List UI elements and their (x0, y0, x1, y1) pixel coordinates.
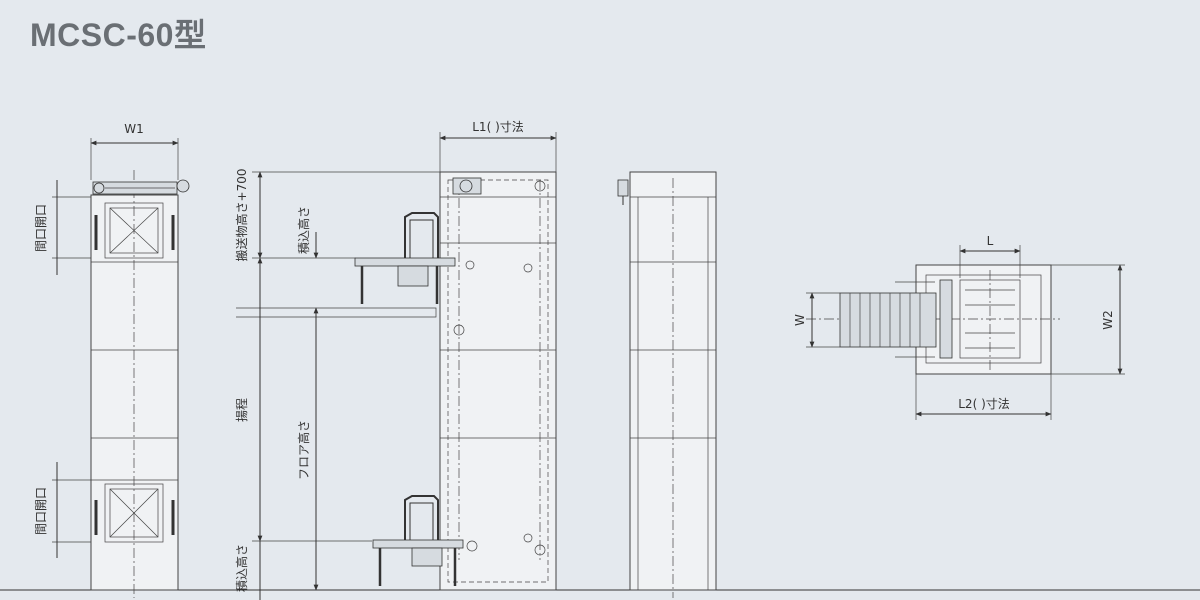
plan-view (806, 264, 1060, 375)
loading-height-top-label: 積込高さ (296, 206, 311, 254)
height-dimensions (252, 171, 440, 600)
lift-label: 揚程 (234, 398, 249, 422)
floor-height-label: フロア高さ (296, 420, 311, 480)
w1-dimension (90, 138, 179, 180)
l1-dimension (439, 132, 557, 172)
l-label: L (987, 234, 994, 248)
opening-top-label: 間口開口 (34, 204, 48, 252)
plan-dimensions (806, 245, 1125, 420)
side-view (236, 171, 557, 591)
l2-label: L2( )寸法 (958, 397, 1010, 411)
opening-dimensions (52, 180, 91, 558)
front-view (90, 170, 190, 598)
loading-height-bottom-label: 積込高さ (234, 544, 249, 592)
page-title: MCSC-60型 (30, 17, 207, 53)
w-label: W (793, 314, 807, 326)
opening-bottom-label: 間口開口 (34, 487, 48, 535)
rear-view (617, 171, 717, 598)
conveyed-height-label: 搬送物高さ+700 (234, 169, 249, 262)
w1-label: W1 (124, 122, 144, 136)
w2-label: W2 (1101, 310, 1115, 330)
l1-label: L1( )寸法 (472, 120, 524, 134)
